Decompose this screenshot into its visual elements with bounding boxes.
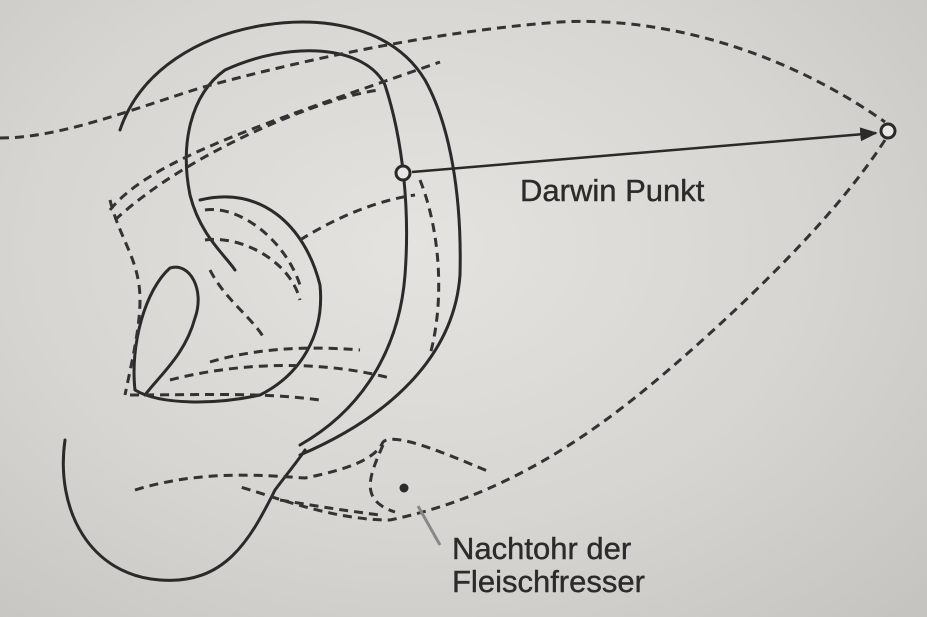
darwin-point-label: Darwin Punkt <box>520 175 704 208</box>
carnivore-ear-outline <box>0 21 885 520</box>
carnivore-inner-fold-1 <box>110 62 440 210</box>
carnivore-concha-line <box>210 348 360 362</box>
carnivore-ear-base <box>135 439 490 490</box>
night-ear-dot <box>400 484 409 493</box>
carnivore-antihelix-2 <box>210 270 265 340</box>
carnivore-helix-rim <box>420 180 439 355</box>
night-ear-pointer <box>418 506 440 545</box>
carnivore-lower-fold <box>170 365 390 380</box>
night-ear-label: Nachtohr der Fleischfresser <box>452 533 645 598</box>
helix-outer-line <box>120 22 460 455</box>
night-ear-label-line1: Nachtohr der <box>452 533 645 566</box>
carnivore-ear-tip-marker <box>881 124 895 138</box>
antihelix-line <box>135 197 321 402</box>
earlobe-line <box>63 440 305 580</box>
human-ear-outline <box>63 22 460 580</box>
helix-inner-line <box>186 51 406 445</box>
carnivore-inner-fold-4 <box>300 195 415 240</box>
darwin-point-arrow <box>412 133 876 172</box>
darwin-point-marker <box>396 166 410 180</box>
night-ear-label-line2: Fleischfresser <box>452 566 645 599</box>
